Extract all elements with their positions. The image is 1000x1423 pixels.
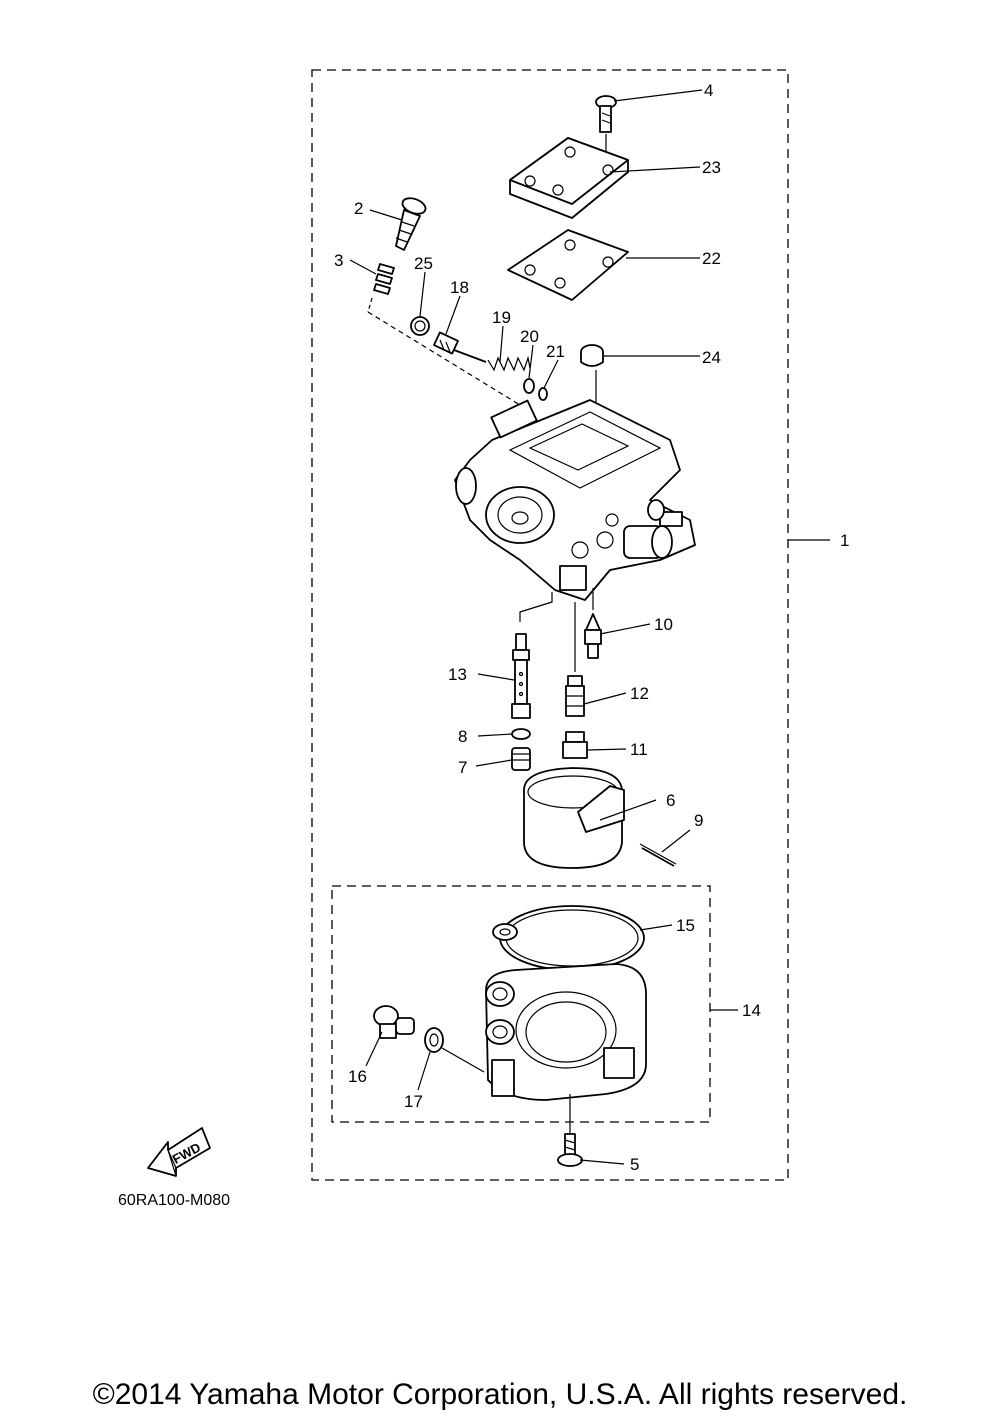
callout-20: 20 xyxy=(520,327,539,346)
callout-4: 4 xyxy=(704,81,713,100)
callout-numbers: 1 2 3 4 5 6 7 8 9 10 11 12 13 14 15 16 1… xyxy=(334,81,849,1174)
callout-3: 3 xyxy=(334,251,343,270)
leader-lines xyxy=(349,89,830,1165)
callout-17: 17 xyxy=(404,1092,423,1111)
part-5-screw xyxy=(557,1133,583,1167)
callout-16: 16 xyxy=(348,1067,367,1086)
part-14-float-chamber xyxy=(485,963,647,1136)
callout-5: 5 xyxy=(630,1155,639,1174)
part-18-shaft xyxy=(433,331,487,363)
part-16-drain-screw xyxy=(373,1005,415,1039)
callout-9: 9 xyxy=(694,811,703,830)
callout-21: 21 xyxy=(546,342,565,361)
part-4-screw xyxy=(595,95,617,162)
fwd-arrow-icon: FWD xyxy=(147,1127,211,1177)
carburetor-body xyxy=(454,399,696,601)
part-10-needle-valve xyxy=(584,613,602,659)
part-13-main-nozzle xyxy=(511,633,531,719)
callout-8: 8 xyxy=(458,727,467,746)
part-9-pin xyxy=(639,843,677,867)
part-7-plug xyxy=(511,747,531,771)
part-17-washer xyxy=(424,1027,485,1073)
part-25-plug xyxy=(410,316,430,336)
callout-24: 24 xyxy=(702,348,721,367)
guide-line-main-jet xyxy=(519,592,553,622)
part-11-main-jet xyxy=(562,731,588,759)
callout-6: 6 xyxy=(666,791,675,810)
callout-12: 12 xyxy=(630,684,649,703)
part-23-cover-plate xyxy=(509,137,629,219)
callout-11: 11 xyxy=(630,740,648,759)
callout-23: 23 xyxy=(702,158,721,177)
callout-10: 10 xyxy=(654,615,673,634)
callout-22: 22 xyxy=(702,249,721,268)
part-20-o-ring xyxy=(523,378,535,394)
callout-1: 1 xyxy=(840,531,849,550)
callout-14: 14 xyxy=(742,1001,761,1020)
callout-7: 7 xyxy=(458,758,467,777)
callout-18: 18 xyxy=(450,278,469,297)
copyright-notice: ©2014 Yamaha Motor Corporation, U.S.A. A… xyxy=(92,1378,908,1411)
callout-15: 15 xyxy=(676,916,695,935)
part-3-spring xyxy=(367,263,521,406)
part-6-float xyxy=(523,767,625,869)
callout-2: 2 xyxy=(354,199,363,218)
assembly-boundary-float-chamber xyxy=(331,885,711,1123)
part-19-spring xyxy=(487,355,531,372)
drawing-code: 60RA100-M080 xyxy=(118,1192,231,1209)
part-21-o-ring xyxy=(538,387,548,401)
part-8-o-ring xyxy=(511,728,531,740)
assembly-boundary-outer xyxy=(311,69,789,1181)
part-2-pilot-screw xyxy=(395,197,427,251)
part-12-pilot-jet xyxy=(565,675,585,717)
callout-13: 13 xyxy=(448,665,467,684)
part-15-gasket-ring xyxy=(492,905,645,971)
callout-19: 19 xyxy=(492,308,511,327)
part-22-gasket xyxy=(507,229,629,301)
callout-25: 25 xyxy=(414,254,433,273)
